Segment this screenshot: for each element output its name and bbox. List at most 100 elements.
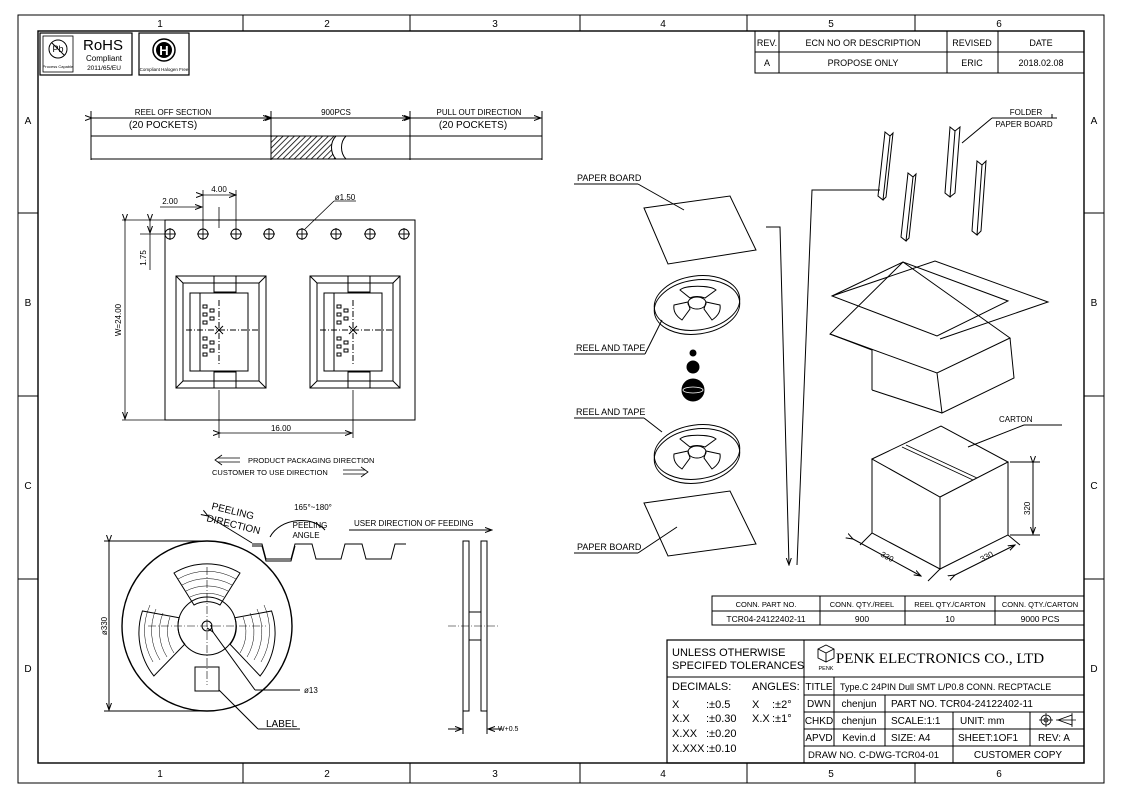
paper-board-top	[643, 195, 757, 265]
zone-col-2-bottom: 2	[324, 769, 330, 780]
reel-hub-diameter: ø13	[304, 686, 318, 695]
rev-value-rev: A	[764, 58, 770, 68]
sheet-number: SHEET:1OF1	[958, 733, 1018, 744]
zone-row-d-right: D	[1090, 664, 1097, 675]
title-value: Type.C 24PIN Dull SMT L/P0.8 CONN. RECPT…	[840, 682, 1051, 692]
reel-window-top	[173, 563, 241, 606]
tol-val-3: :±0.10	[706, 743, 737, 755]
title-block: PENK PENK ELECTRONICS CO., LTD UNLESS OT…	[666, 639, 1085, 764]
reel-label-callout: LABEL	[266, 719, 298, 730]
tol-angle-key-0: X	[752, 699, 760, 711]
qty-header-per-carton: CONN. QTY./CARTON	[1002, 600, 1078, 609]
dim-pocket-pitch: 16.00	[271, 424, 292, 433]
qty-header-reel-per-carton: REEL QTY./CARTON	[914, 600, 985, 609]
zone-col-3-top: 3	[492, 19, 498, 30]
rev-header-rev: REV.	[757, 38, 777, 48]
tol-angle-key-1: X.X	[752, 713, 770, 725]
dim-tape-width: W=24.00	[114, 303, 123, 336]
zone-col-1-bottom: 1	[157, 769, 163, 780]
dim-hole-diameter: ø1.50	[335, 193, 356, 202]
carton-width-dim: 330	[879, 550, 895, 564]
reel-window-left	[138, 610, 186, 677]
pull-out-pockets-label: (20 POCKETS)	[439, 120, 507, 131]
qty-per-carton: 9000 PCS	[1021, 614, 1060, 624]
paper-board-bottom	[643, 490, 757, 557]
tol-key-3: X.XXX	[672, 743, 705, 755]
apvd-value: Kevin.d	[842, 733, 875, 744]
user-feeding-direction: USER DIRECTION OF FEEDING	[354, 519, 474, 528]
qty-header-part-no: CONN. PART NO.	[736, 600, 797, 609]
tape-count-label: 900PCS	[321, 108, 351, 117]
tolerance-heading-1: UNLESS OTHERWISE	[672, 647, 786, 659]
rev-header-revised: REVISED	[952, 38, 992, 48]
tol-angle-val-1: :±1°	[772, 713, 792, 725]
peeling-angle-range: 165°~180°	[294, 503, 332, 512]
carrier-tape-outline	[164, 219, 416, 421]
folder-label-2: PAPER BOARD	[995, 120, 1052, 129]
qty-reel-per-carton: 10	[945, 614, 955, 624]
halogen-free-icon: H	[152, 38, 176, 62]
carton-height-dim: 320	[1023, 501, 1032, 515]
penk-logo-icon	[817, 644, 835, 663]
tape-top-view	[122, 190, 416, 438]
unit: UNIT: mm	[960, 716, 1004, 727]
dim-1-75: 1.75	[139, 250, 148, 266]
zone-col-5-bottom: 5	[828, 769, 834, 780]
qty-per-reel: 900	[855, 614, 869, 624]
tol-val-1: :±0.30	[706, 713, 737, 725]
zone-col-6-bottom: 6	[996, 769, 1002, 780]
tape-strip-view	[91, 111, 543, 160]
reel-and-tape-1	[574, 275, 741, 355]
reel-window-right	[229, 610, 276, 677]
peeling-angle-line-1: PEELING	[293, 521, 328, 530]
tol-angle-val-0: :±2°	[772, 699, 792, 711]
zone-row-d-left: D	[24, 664, 31, 675]
pull-out-direction-label: PULL OUT DIRECTION	[437, 108, 522, 117]
reel-front-view	[104, 541, 300, 730]
drawing-number: DRAW NO. C-DWG-TCR04-01	[808, 750, 939, 761]
dwn-label: DWN	[807, 699, 831, 710]
revision: REV: A	[1038, 733, 1070, 744]
tol-val-0: :±0.5	[706, 699, 730, 711]
title-label: TITLE	[805, 682, 833, 693]
scale: SCALE:1:1	[891, 716, 941, 727]
penk-logo-text: PENK	[819, 666, 834, 672]
tol-val-2: :±0.20	[706, 728, 737, 740]
halogen-free-logo: H Compliant Halogen Free	[138, 32, 190, 76]
apvd-label: APVD	[805, 733, 832, 744]
projection-symbol-icon	[1039, 713, 1076, 727]
zone-col-2-top: 2	[324, 19, 330, 30]
rohs-logo: Pb Process Capable RoHS Compliant 2011/6…	[39, 32, 133, 76]
qty-header-per-reel: CONN. QTY./REEL	[830, 600, 894, 609]
tol-key-1: X.X	[672, 713, 690, 725]
dwn-value: chenjun	[841, 699, 876, 710]
zone-row-a-left: A	[25, 116, 32, 127]
rev-value-date: 2018.02.08	[1018, 58, 1063, 68]
rev-header-date: DATE	[1029, 38, 1052, 48]
tol-key-2: X.XX	[672, 728, 698, 740]
reel-diameter: ø330	[100, 616, 109, 635]
paper-board-top-label: PAPER BOARD	[577, 173, 642, 183]
folder-paper-boards	[877, 114, 1057, 242]
tape-dimension-lines	[122, 190, 356, 438]
reel-label-area	[194, 666, 220, 692]
reel-width: W+0.5	[498, 726, 519, 733]
tape-strip-hatched	[270, 135, 338, 160]
zone-col-5-top: 5	[828, 19, 834, 30]
zone-col-6-top: 6	[996, 19, 1002, 30]
company-name: PENK ELECTRONICS CO., LTD	[836, 651, 1044, 667]
chkd-label: CHKD	[805, 716, 833, 727]
folder-label-1: FOLDER	[1010, 108, 1043, 117]
quantity-table: CONN. PART NO. CONN. QTY./REEL REEL QTY.…	[711, 595, 1085, 626]
reel-and-tape-1-label: REEL AND TAPE	[576, 343, 645, 353]
zone-col-1-top: 1	[157, 19, 163, 30]
sprocket-holes	[164, 228, 410, 240]
pb-symbol: Pb	[52, 44, 63, 54]
zone-row-b-right: B	[1091, 298, 1098, 309]
halogen-symbol: H	[159, 43, 168, 58]
peeling-view	[208, 516, 492, 562]
reel-off-pockets-label: (20 POCKETS)	[129, 120, 197, 131]
customer-use-direction: CUSTOMER TO USE DIRECTION	[212, 468, 328, 477]
tolerance-heading-2: SPECIFED TOLERANCES	[672, 660, 804, 672]
open-carton	[829, 260, 1050, 414]
